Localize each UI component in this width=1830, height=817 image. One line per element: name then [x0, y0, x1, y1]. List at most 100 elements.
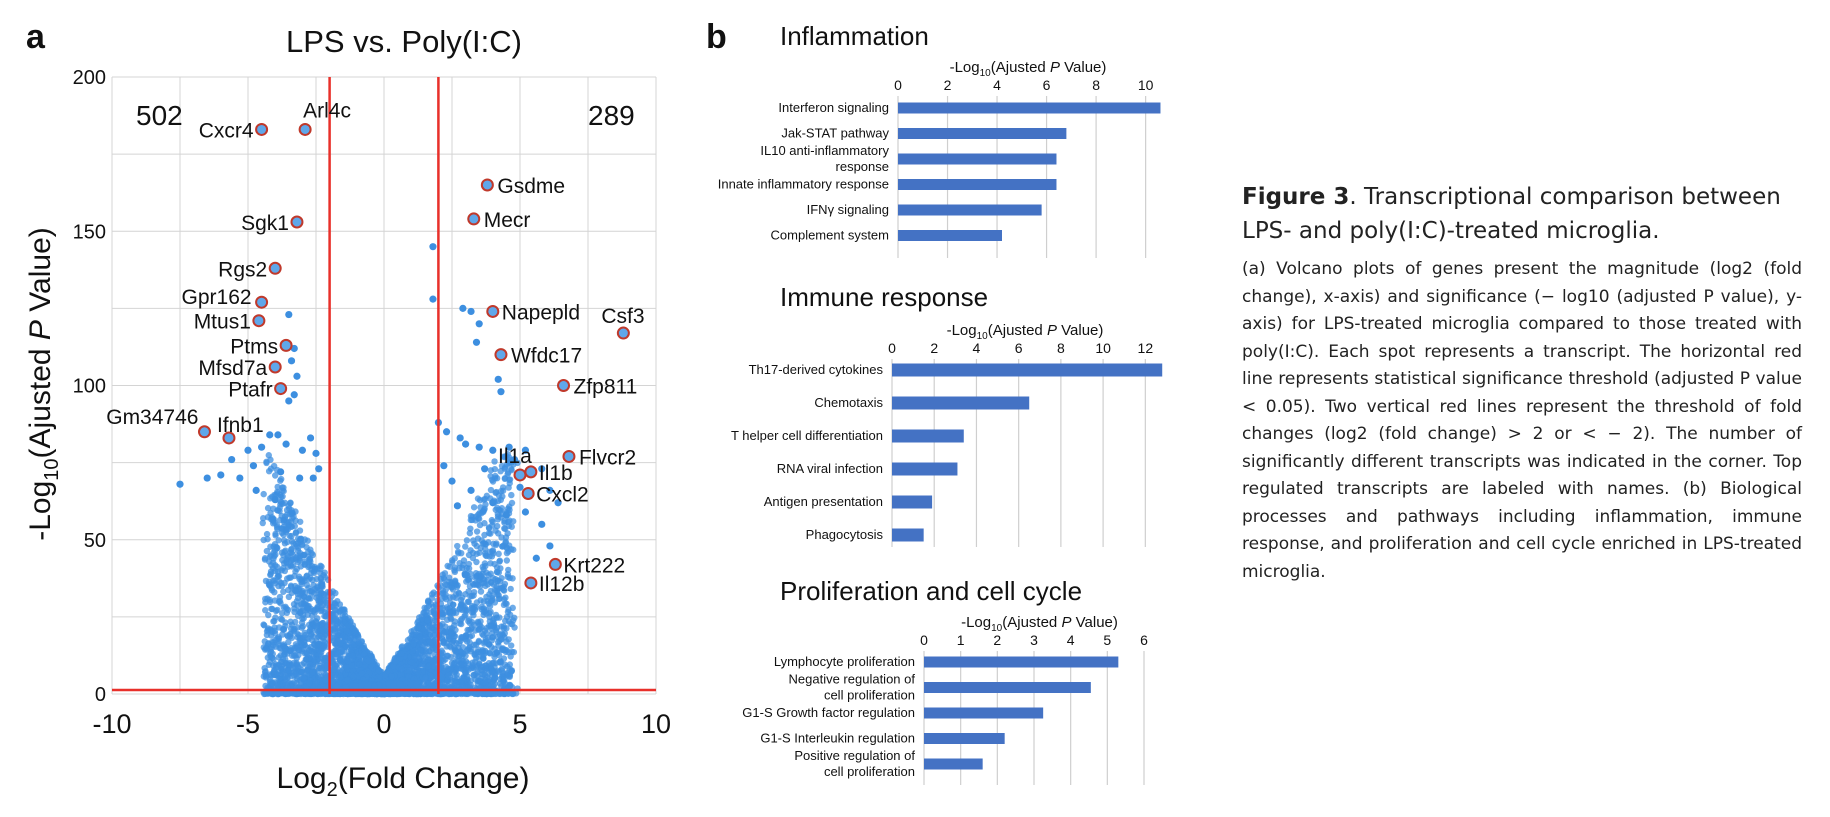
bar-category-label: Complement system: [771, 228, 889, 243]
volcano-point: [492, 472, 499, 480]
volcano-point: [454, 542, 461, 550]
volcano-y-tick-label: 100: [73, 376, 106, 398]
volcano-point: [465, 588, 472, 595]
volcano-point: [446, 574, 453, 581]
volcano-point: [538, 465, 546, 473]
bar: [924, 682, 1091, 693]
volcano-point: [470, 581, 478, 589]
volcano-point: [289, 690, 297, 697]
volcano-point: [448, 624, 456, 632]
volcano-point: [501, 676, 508, 683]
volcano-point: [315, 641, 322, 648]
bar-chart-title: Inflammation: [780, 21, 929, 51]
volcano-point: [505, 542, 513, 549]
volcano-point: [337, 690, 344, 698]
volcano-point: [274, 483, 281, 491]
volcano-point: [264, 504, 272, 512]
volcano-point: [510, 455, 519, 464]
volcano-point: [270, 668, 278, 675]
volcano-point: [489, 668, 496, 675]
volcano-point: [358, 670, 366, 677]
volcano-point: [303, 581, 311, 589]
volcano-point: [422, 674, 429, 681]
volcano-point: [319, 634, 326, 641]
volcano-point: [456, 434, 464, 442]
volcano-point: [460, 557, 468, 564]
volcano-point: [249, 462, 258, 470]
volcano-point: [416, 633, 423, 641]
volcano-point: [502, 594, 509, 601]
volcano-point: [357, 682, 365, 689]
volcano-point: [415, 669, 423, 677]
volcano-point: [305, 646, 313, 654]
volcano-point: [277, 475, 285, 483]
bar-chart-tick-label: 4: [973, 340, 981, 356]
volcano-point: [317, 575, 324, 582]
volcano-point: [263, 646, 271, 653]
volcano-point: [532, 554, 540, 562]
volcano-point: [264, 654, 272, 661]
volcano-point: [468, 632, 476, 639]
proliferation-bar-chart: Proliferation and cell cycle-Log10(Ajust…: [742, 576, 1148, 785]
volcano-point: [315, 690, 322, 698]
volcano-point: [475, 443, 483, 451]
volcano-point: [288, 507, 295, 514]
volcano-point: [497, 388, 505, 396]
volcano-point: [315, 465, 323, 473]
labeled-gene-point: [557, 379, 571, 392]
volcano-point: [421, 609, 428, 616]
volcano-point: [501, 517, 508, 525]
volcano-point: [289, 664, 297, 672]
volcano-point: [489, 518, 496, 525]
bar: [892, 363, 1163, 377]
volcano-point: [481, 465, 489, 473]
volcano-point: [486, 650, 494, 657]
volcano-point: [271, 496, 279, 504]
volcano-point: [287, 625, 295, 632]
volcano-point: [266, 582, 273, 589]
volcano-point: [521, 446, 530, 454]
volcano-point: [446, 610, 453, 617]
volcano-point: [398, 665, 405, 673]
volcano-point: [365, 657, 372, 665]
bar-chart-tick-label: 8: [1057, 340, 1065, 356]
volcano-point: [439, 649, 446, 656]
volcano-point: [397, 671, 405, 678]
volcano-point: [284, 552, 291, 560]
volcano-point: [472, 574, 479, 581]
volcano-point: [371, 683, 378, 691]
volcano-point: [266, 431, 274, 439]
volcano-point: [459, 644, 467, 651]
volcano-point: [267, 632, 275, 639]
volcano-point: [478, 573, 485, 580]
volcano-point: [429, 662, 437, 670]
volcano-point: [466, 639, 473, 646]
volcano-point: [440, 639, 447, 646]
volcano-point: [301, 589, 309, 596]
volcano-point: [421, 633, 428, 641]
volcano-point: [315, 672, 322, 680]
volcano-point: [285, 397, 293, 405]
bar: [898, 204, 1042, 216]
volcano-point: [272, 530, 279, 538]
volcano-point: [490, 615, 498, 623]
volcano-point: [298, 601, 305, 608]
volcano-point: [424, 656, 432, 663]
volcano-point: [338, 646, 345, 654]
volcano-point: [497, 488, 505, 495]
volcano-point: [440, 462, 448, 470]
bar-chart-tick-label: 10: [1095, 340, 1111, 356]
volcano-point: [276, 597, 284, 605]
volcano-point: [265, 467, 273, 475]
bar-category-label: RNA viral infection: [777, 461, 883, 476]
bar: [892, 396, 1030, 410]
volcano-x-tick-label: 0: [376, 709, 391, 739]
volcano-point: [476, 521, 484, 529]
volcano-point: [405, 668, 413, 675]
volcano-point: [546, 486, 554, 494]
volcano-point: [352, 627, 359, 635]
bar-chart-tick-label: 0: [894, 77, 902, 93]
volcano-point: [462, 440, 470, 448]
volcano-point: [296, 474, 304, 482]
